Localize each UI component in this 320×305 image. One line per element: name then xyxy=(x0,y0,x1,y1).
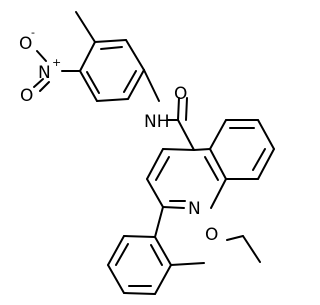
bond-benzo-inner-b xyxy=(252,148,266,171)
bond-methyl xyxy=(75,11,96,43)
bond-nitro-n-to-o-bottom xyxy=(33,78,44,88)
bond-nitro-n-to-o-top xyxy=(36,50,47,62)
bond-ring1-f xyxy=(79,41,96,72)
bond-phenyl-d xyxy=(123,292,156,295)
bond-quin-inner-c xyxy=(204,156,219,181)
bond-ring1-inner-c xyxy=(86,71,100,94)
nitro-oxygen-top-charge: - xyxy=(31,26,35,39)
bond-phenyl-c xyxy=(107,264,125,294)
bond-quin-to-phenyl xyxy=(154,206,164,238)
bond-quin-c xyxy=(146,178,164,208)
bond-quin-b xyxy=(146,148,164,180)
bond-phenyl-inner-a xyxy=(115,243,129,266)
nitro-oxygen-top-label: O xyxy=(19,34,32,54)
bond-carbonyl-to-quinoline xyxy=(177,119,195,151)
bond-quin-f xyxy=(209,148,227,180)
bond-carbonyl-c-to-o-double xyxy=(185,97,188,121)
ether-oxygen-label: O xyxy=(205,225,218,245)
bond-benzo-c xyxy=(257,119,275,150)
bond-phenyl-a xyxy=(123,235,156,238)
nitro-nitrogen-label: N xyxy=(38,63,51,83)
atom-label-layer: O - N + O NH O N O xyxy=(19,26,218,245)
bond-ring1-a xyxy=(94,39,127,43)
bond-nh-to-ring xyxy=(143,69,160,102)
bond-carbonyl-c-to-o xyxy=(177,97,180,121)
bond-nitro-n-to-o-bottom-double xyxy=(39,81,50,92)
bond-quin-d xyxy=(162,206,185,209)
molecule-canvas: O - N + O NH O N O xyxy=(19,11,275,295)
bond-quin-a xyxy=(162,148,195,151)
bond-quin-inner-a xyxy=(155,156,170,181)
bond-phenyl-to-ether-o xyxy=(170,262,205,266)
bond-ring1-inner-b xyxy=(123,70,137,93)
amide-nh-label: NH xyxy=(144,112,170,132)
bond-phenyl-e xyxy=(154,264,172,295)
nitro-nitrogen-charge: + xyxy=(52,56,61,69)
bond-ring1-c xyxy=(127,69,145,100)
carbonyl-oxygen-label: O xyxy=(174,84,187,104)
bond-ch2-to-ch3 xyxy=(242,235,261,263)
bond-ring1-e xyxy=(79,70,98,102)
bond-quin-g xyxy=(193,148,211,151)
nitro-oxygen-bottom-label: O xyxy=(20,86,33,106)
bond-phenyl-f xyxy=(154,236,172,266)
bond-ether-o-to-ch2 xyxy=(226,235,244,241)
bond-phenyl-b xyxy=(107,235,125,266)
bond-ring1-inner-a xyxy=(100,46,123,50)
bond-ring1-b xyxy=(125,39,145,71)
bond-layer xyxy=(33,11,275,295)
bond-ring1-d xyxy=(96,98,129,102)
bond-benzo-a xyxy=(209,119,227,150)
bond-benzo-d xyxy=(257,148,275,180)
molecule-diagram: O - N + O NH O N O xyxy=(19,11,275,295)
bond-phenyl-inner-c xyxy=(150,244,163,266)
quinoline-nitrogen-label: N xyxy=(188,199,201,219)
bond-quin-e xyxy=(210,178,227,209)
